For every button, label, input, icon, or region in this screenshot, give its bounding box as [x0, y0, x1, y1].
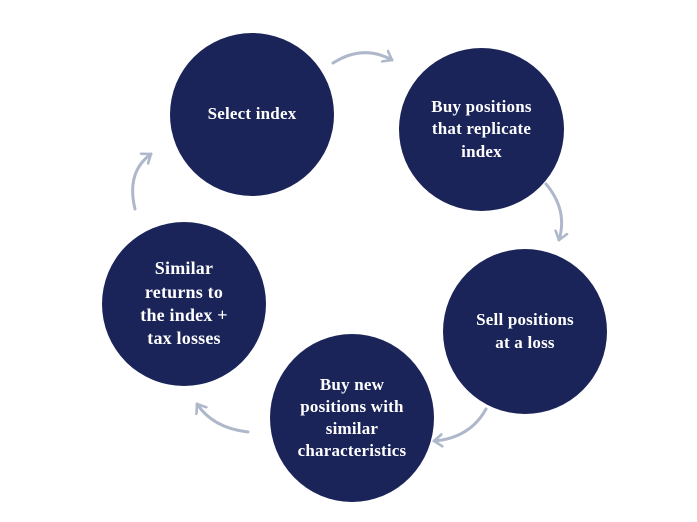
curved-arrow-up-left-icon [197, 402, 250, 434]
step-label-buy-positions-that-replicate-index: Buy positions that replicate index [431, 97, 532, 161]
step-label-similar-returns-to-the-index-plus-tax-losses: Similar returns to the index + tax losse… [140, 258, 228, 349]
curved-arrow-left-icon [432, 407, 488, 441]
step-label-buy-new-positions-with-similar-characteristics: Buy new positions with similar character… [297, 374, 407, 461]
step-label-select-index: Select index [207, 104, 297, 124]
step-circle-buy-new-positions-with-similar-characteristics: Buy new positions with similar character… [270, 334, 434, 502]
curved-arrow-up-right-icon [131, 152, 153, 211]
step-circle-similar-returns-to-the-index-plus-tax-losses: Similar returns to the index + tax losse… [102, 222, 266, 386]
step-circle-sell-positions-at-a-loss: Sell positions at a loss [443, 249, 607, 414]
step-label-sell-positions-at-a-loss: Sell positions at a loss [476, 310, 574, 352]
curved-arrow-down-icon [544, 182, 562, 242]
curved-arrow-right-icon [331, 53, 394, 65]
step-circle-select-index: Select index [170, 33, 334, 196]
step-circle-buy-positions-that-replicate-index: Buy positions that replicate index [399, 48, 564, 211]
